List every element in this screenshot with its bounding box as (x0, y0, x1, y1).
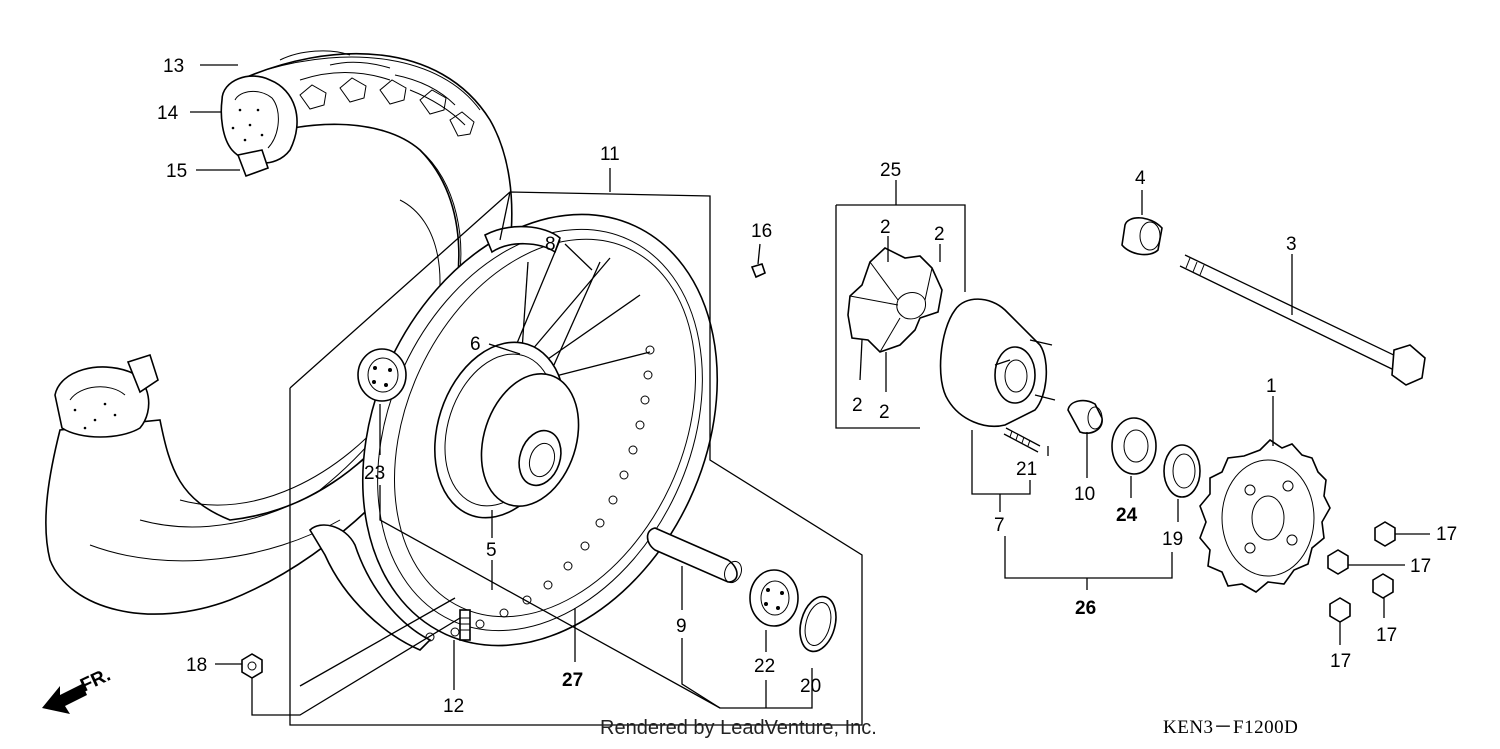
label-7: 7 (994, 515, 1005, 536)
valve-cap-part[interactable] (750, 263, 766, 279)
label-12: 12 (443, 696, 464, 717)
dust-seal-part[interactable] (794, 593, 841, 656)
label-1: 1 (1266, 376, 1277, 397)
oil-seal-part[interactable] (1163, 444, 1201, 498)
label-2-bottom-right: 2 (879, 402, 890, 423)
distance-collar-part[interactable] (646, 527, 745, 585)
valve-stem-part[interactable] (459, 609, 471, 641)
label-2-top-right: 2 (934, 224, 945, 245)
wheel-hub-part[interactable] (413, 325, 595, 535)
label-10: 10 (1074, 484, 1095, 505)
label-9: 9 (676, 616, 687, 637)
label-3: 3 (1286, 234, 1297, 255)
front-direction-arrow-icon: FR. (42, 665, 114, 714)
label-2-bottom-left: 2 (852, 395, 863, 416)
label-24: 24 (1116, 505, 1138, 526)
bearing-left-part[interactable] (357, 348, 407, 402)
label-17-c: 17 (1376, 625, 1397, 646)
label-13: 13 (163, 56, 184, 77)
label-6: 6 (470, 334, 481, 355)
label-16: 16 (751, 221, 772, 242)
label-17-d: 17 (1330, 651, 1351, 672)
stud-bolt-part[interactable] (1003, 427, 1041, 453)
label-2-top-left: 2 (880, 217, 891, 238)
label-18: 18 (186, 655, 207, 676)
label-17-a: 17 (1436, 524, 1457, 545)
label-11: 11 (600, 144, 620, 165)
label-26: 26 (1075, 598, 1096, 619)
label-19: 19 (1162, 529, 1183, 550)
damper-rubbers-part[interactable] (847, 247, 943, 353)
label-15: 15 (166, 161, 187, 182)
label-4: 4 (1135, 168, 1146, 189)
label-23: 23 (364, 463, 385, 484)
driven-sprocket-part[interactable] (1199, 438, 1331, 593)
flange-bearing-part[interactable] (1111, 417, 1157, 475)
driven-flange-part[interactable] (939, 298, 1056, 427)
label-27: 27 (562, 670, 583, 691)
bearing-right-part[interactable] (749, 569, 799, 627)
label-21: 21 (1016, 459, 1037, 480)
label-17-b: 17 (1410, 556, 1431, 577)
valve-nut-part[interactable] (241, 653, 263, 679)
tube-section-part[interactable] (54, 353, 159, 438)
label-22: 22 (754, 656, 775, 677)
flange-collar-part[interactable] (1067, 399, 1103, 434)
axle-collar-part[interactable] (1121, 217, 1163, 256)
label-25: 25 (880, 160, 901, 181)
sprocket-nuts-part[interactable] (1327, 521, 1396, 623)
label-8: 8 (545, 234, 556, 255)
rear-axle-part[interactable] (1179, 254, 1426, 386)
rendered-by-footer: Rendered by LeadVenture, Inc. (600, 717, 877, 739)
diagram-code: KEN3－F1200D (1163, 717, 1299, 738)
leader-lines (190, 64, 1430, 726)
label-20: 20 (800, 676, 821, 697)
rim-band-part[interactable] (220, 75, 298, 164)
label-14: 14 (157, 103, 179, 124)
label-5: 5 (486, 540, 497, 561)
tube-part[interactable] (236, 149, 270, 178)
